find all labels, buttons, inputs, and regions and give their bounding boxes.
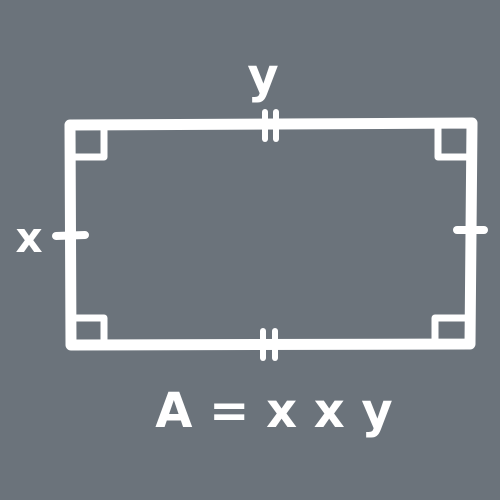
left-side-label: x	[15, 213, 42, 262]
right-angle-mark-bottom-left	[70, 314, 108, 345]
area-formula: A = x x y	[155, 383, 392, 439]
top-side-tick-marks	[262, 109, 279, 142]
right-angle-mark-top-right	[434, 124, 472, 161]
bottom-side-tick-marks	[260, 328, 278, 361]
right-angle-mark-top-left	[69, 124, 108, 161]
top-side-label: y	[247, 48, 278, 104]
left-side-tick-mark	[52, 231, 89, 240]
right-angle-mark-bottom-right	[431, 314, 470, 345]
rectangle-outline	[64, 117, 478, 351]
